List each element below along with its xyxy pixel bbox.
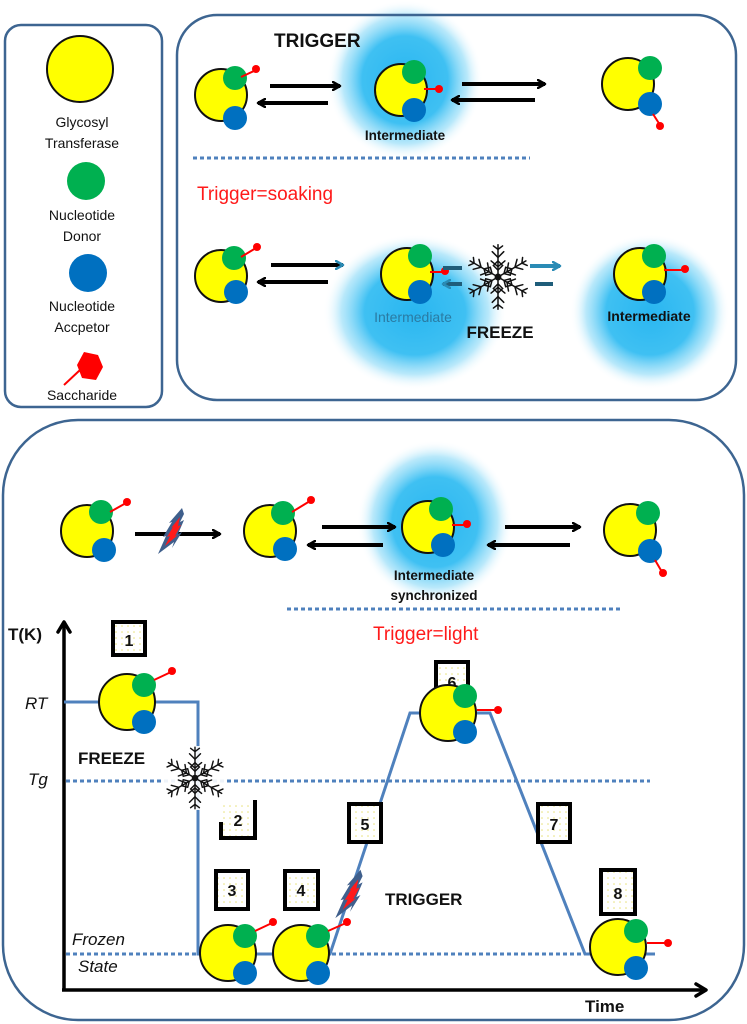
svg-text:5: 5 (361, 817, 370, 834)
saccharide-icon (63, 352, 103, 386)
tg-level-label: Tg (28, 770, 48, 789)
x-axis-label: Time (585, 997, 624, 1016)
legend-label-saccharide: Saccharide (47, 387, 117, 403)
light-panel: Intermediate synchronized Trigger=light … (1, 418, 746, 1022)
legend-label-acceptor-2: Accpetor (54, 319, 110, 335)
enzyme-complex-activated (243, 496, 315, 561)
legend-label-enzyme-2: Transferase (45, 135, 119, 151)
graph-trigger-label: TRIGGER (385, 890, 462, 909)
rt-level-label: RT (25, 694, 49, 713)
soaking-panel: TRIGGER Intermediate Tri (175, 0, 738, 402)
enzyme-complex-product (603, 501, 667, 577)
synchronized-intermediate-label-2: synchronized (390, 588, 477, 603)
trigger-light-label: Trigger=light (373, 624, 479, 645)
enzyme-complex-substrate (194, 243, 261, 304)
enzyme-complex-step-6 (419, 684, 502, 744)
step-box-5: 5 (347, 802, 383, 844)
step-box-7: 7 (536, 802, 572, 844)
frozen-level-label-2: State (78, 957, 118, 976)
frozen-level-label-1: Frozen (72, 930, 125, 949)
enzyme-complex-intermediate (401, 497, 471, 557)
enzyme-complex-step-4 (272, 918, 351, 985)
svg-text:6: 6 (448, 675, 457, 692)
graph-freeze-label: FREEZE (78, 749, 145, 768)
enzyme-complex-intermediate (374, 60, 443, 122)
synchronized-intermediate-label-1: Intermediate (394, 568, 475, 583)
step-box-4: 4 (283, 869, 320, 911)
trigger-soaking-label: Trigger=soaking (197, 184, 333, 205)
soaking-trigger-title: TRIGGER (274, 31, 361, 52)
enzyme-complex-intermediate-frozen (613, 244, 689, 304)
legend-label-donor-2: Donor (63, 228, 101, 244)
lightning-icon (335, 869, 363, 919)
step-box-2: 2 (219, 800, 257, 840)
freeze-label: FREEZE (466, 323, 533, 342)
temperature-time-graph: T(K) Time RT Tg Frozen State FREEZE TRIG… (8, 620, 708, 1016)
legend-label-enzyme-1: Glycosyl (56, 114, 109, 130)
glycosyl-transferase-icon (46, 35, 114, 103)
y-axis-label: T(K) (8, 625, 42, 644)
frozen-intermediate-glow-right (570, 234, 730, 390)
nucleotide-acceptor-icon (69, 254, 107, 292)
svg-text:8: 8 (614, 886, 623, 903)
svg-text:3: 3 (228, 883, 237, 900)
nucleotide-donor-icon (67, 162, 105, 200)
step-box-1: 1 (111, 620, 147, 657)
light-panel-frame (1, 418, 746, 1022)
enzyme-complex-step-1 (98, 667, 176, 734)
soaking-panel-frame (175, 13, 738, 402)
legend-label-acceptor-1: Nucleotide (49, 298, 115, 314)
svg-text:1: 1 (125, 633, 134, 650)
enzyme-complex-intermediate (380, 244, 449, 304)
frozen-intermediate-label-left: Intermediate (374, 309, 452, 325)
step-box-8: 8 (599, 868, 637, 916)
frozen-intermediate-label-right: Intermediate (607, 308, 690, 324)
step-box-3: 3 (214, 869, 250, 911)
enzyme-complex-step-8 (589, 918, 672, 980)
svg-text:4: 4 (297, 883, 306, 900)
intermediate-label: Intermediate (365, 128, 446, 143)
frozen-intermediate-glow-left (323, 234, 507, 390)
legend-frame (3, 23, 164, 409)
enzyme-complex-product (601, 56, 664, 130)
legend-panel: Glycosyl Transferase Nucleotide Donor Nu… (3, 23, 164, 409)
lightning-icon (158, 508, 184, 554)
svg-text:7: 7 (550, 817, 559, 834)
enzyme-complex-substrate (60, 498, 131, 562)
enzyme-complex-step-3 (199, 918, 277, 985)
legend-label-donor-1: Nucleotide (49, 207, 115, 223)
svg-text:2: 2 (234, 813, 243, 830)
enzyme-complex-substrate (194, 65, 260, 130)
